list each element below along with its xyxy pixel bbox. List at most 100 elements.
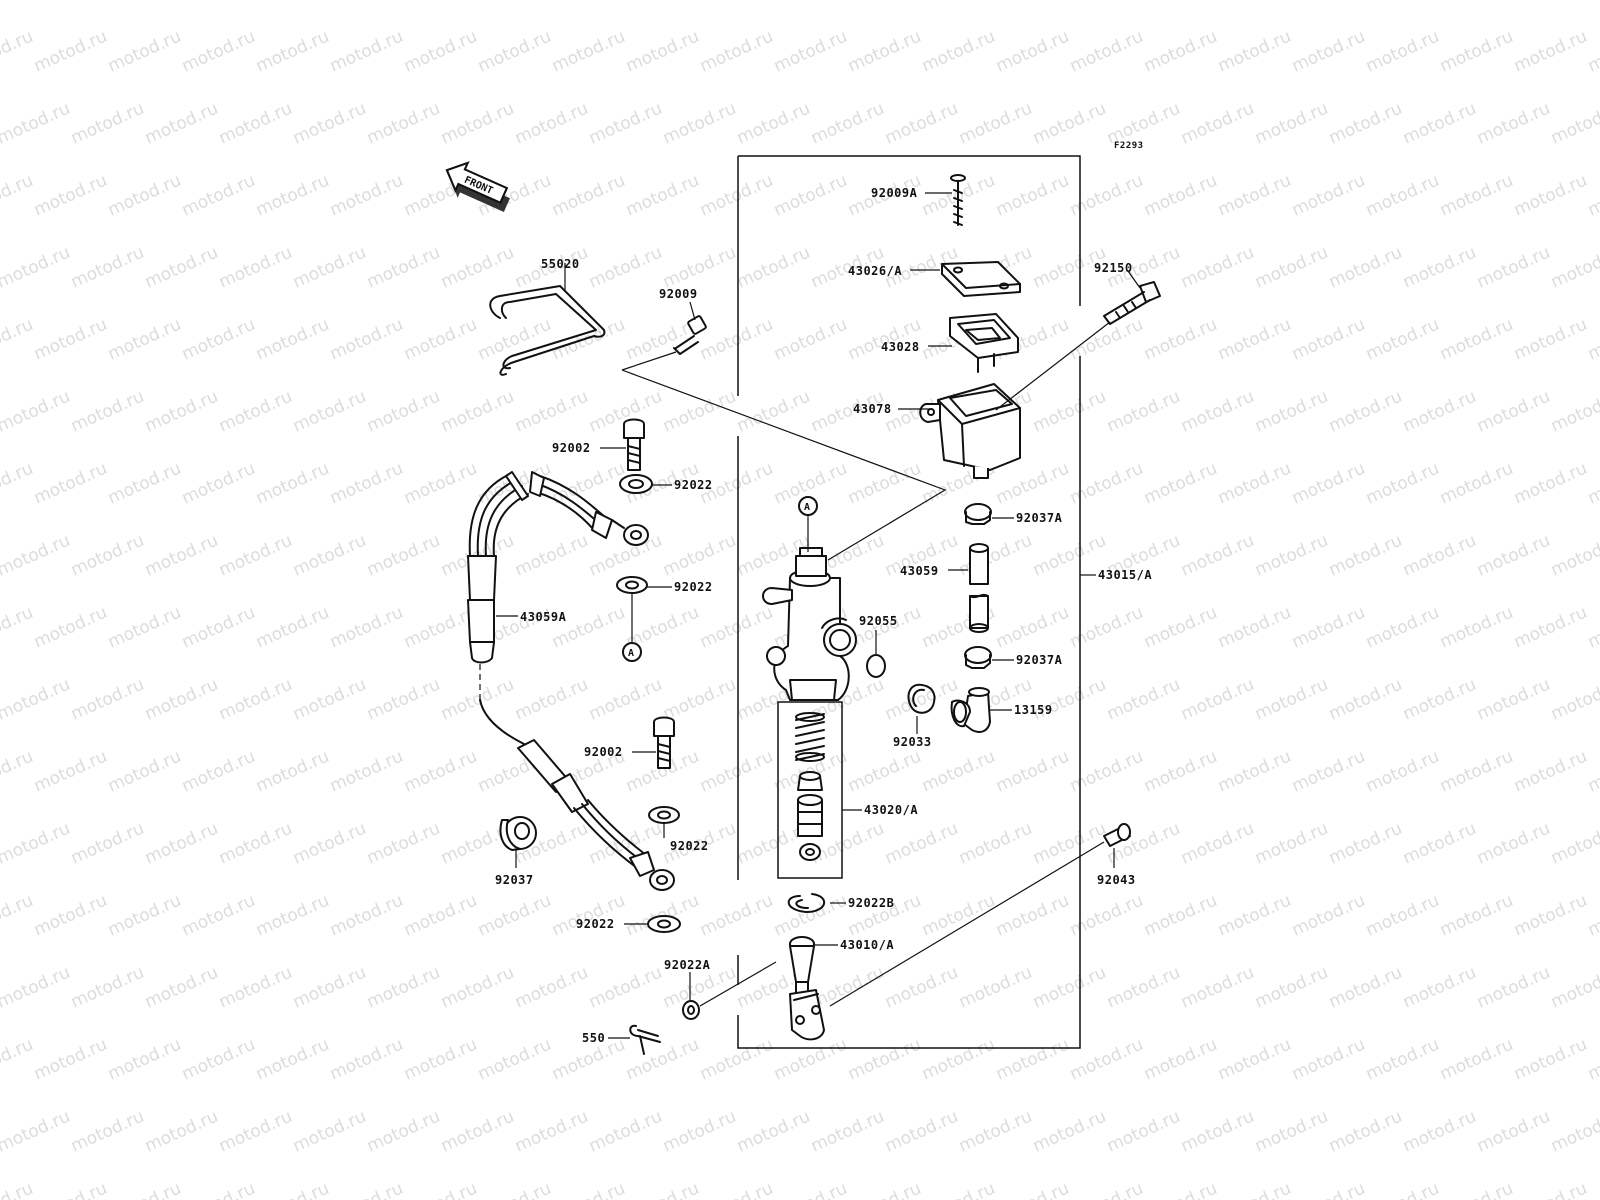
watermark-text: motod.ru — [364, 531, 443, 581]
circlip-92033-inner — [912, 688, 925, 707]
watermark-text: motod.ru — [549, 171, 628, 221]
watermark-text: motod.ru — [105, 459, 184, 509]
watermark-text: motod.ru — [0, 171, 36, 221]
watermark-text: motod.ru — [216, 243, 295, 293]
watermark-text: motod.ru — [660, 243, 739, 293]
watermark-text: motod.ru — [179, 891, 258, 941]
watermark-text: motod.ru — [290, 819, 369, 869]
watermark-text: motod.ru — [1511, 1179, 1590, 1200]
watermark-text: motod.ru — [1326, 243, 1405, 293]
watermark-text: motod.ru — [882, 819, 961, 869]
watermark-text: motod.ru — [290, 1107, 369, 1157]
watermark-text: motod.ru — [179, 1035, 258, 1085]
watermark-text: motod.ru — [882, 963, 961, 1013]
watermark-text: motod.ru — [0, 27, 36, 77]
watermark-text: motod.ru — [1548, 531, 1600, 581]
watermark-text: motod.ru — [1585, 315, 1600, 365]
watermark-text: motod.ru — [1252, 531, 1331, 581]
label-92033: 92033 — [893, 735, 932, 749]
watermark-text: motod.ru — [697, 315, 776, 365]
watermark-text: motod.ru — [1252, 387, 1331, 437]
watermark-text: motod.ru — [1141, 459, 1220, 509]
watermark-text: motod.ru — [475, 315, 554, 365]
watermark-text: motod.ru — [1511, 891, 1590, 941]
watermark-text: motod.ru — [845, 747, 924, 797]
watermark-text: motod.ru — [956, 0, 1035, 5]
watermark-text: motod.ru — [0, 1179, 36, 1200]
watermark-text: motod.ru — [364, 387, 443, 437]
watermark-text: motod.ru — [1030, 99, 1109, 149]
watermark-text: motod.ru — [216, 819, 295, 869]
watermark-text: motod.ru — [512, 99, 591, 149]
watermark-text: motod.ru — [327, 1179, 406, 1200]
watermark-text: motod.ru — [660, 1107, 739, 1157]
watermark-text: motod.ru — [327, 1035, 406, 1085]
watermark-text: motod.ru — [327, 891, 406, 941]
watermark-text: motod.ru — [734, 387, 813, 437]
watermark-text: motod.ru — [1363, 459, 1442, 509]
watermark-text: motod.ru — [1585, 459, 1600, 509]
watermark-text: motod.ru — [1067, 603, 1146, 653]
watermark-text: motod.ru — [1363, 891, 1442, 941]
watermark-text: motod.ru — [1363, 27, 1442, 77]
clamp-92037A-1 — [964, 503, 992, 525]
watermark-text: motod.ru — [68, 963, 147, 1013]
watermark-text: motod.ru — [1437, 171, 1516, 221]
watermark-text: motod.ru — [327, 315, 406, 365]
watermark-text: motod.ru — [1326, 819, 1405, 869]
watermark-text: motod.ru — [1215, 1035, 1294, 1085]
watermark-text: motod.ru — [1437, 603, 1516, 653]
watermark-text: motod.ru — [1400, 1107, 1479, 1157]
watermark-text: motod.ru — [1326, 387, 1405, 437]
watermark-text: motod.ru — [68, 531, 147, 581]
watermark-text: motod.ru — [1548, 99, 1600, 149]
watermark-text: motod.ru — [1067, 459, 1146, 509]
watermark-text: motod.ru — [512, 387, 591, 437]
watermark-text: motod.ru — [993, 747, 1072, 797]
watermark-text: motod.ru — [919, 27, 998, 77]
label-92022-2: 92022 — [674, 580, 713, 594]
watermark-text: motod.ru — [253, 171, 332, 221]
watermark-text: motod.ru — [697, 1035, 776, 1085]
watermark-text: motod.ru — [438, 243, 517, 293]
watermark-text: motod.ru — [771, 1179, 850, 1200]
watermark-text: motod.ru — [697, 1179, 776, 1200]
cotter-pin-550 — [629, 1024, 661, 1055]
watermark-text: motod.ru — [105, 603, 184, 653]
watermark-text: motod.ru — [1252, 819, 1331, 869]
watermark-text: motod.ru — [401, 315, 480, 365]
watermark-text: motod.ru — [919, 1179, 998, 1200]
watermark-text: motod.ru — [1104, 963, 1183, 1013]
watermark-text: motod.ru — [697, 891, 776, 941]
watermark-text: motod.ru — [1437, 1179, 1516, 1200]
watermark-text: motod.ru — [549, 1179, 628, 1200]
watermark-text: motod.ru — [512, 531, 591, 581]
watermark-text: motod.ru — [1400, 675, 1479, 725]
watermark-text: motod.ru — [1474, 387, 1553, 437]
watermark-text: motod.ru — [1141, 315, 1220, 365]
watermark-text: motod.ru — [0, 747, 36, 797]
watermark-text: motod.ru — [1030, 963, 1109, 1013]
watermark-text: motod.ru — [1326, 0, 1405, 5]
label-92037: 92037 — [495, 873, 534, 887]
watermark-text: motod.ru — [697, 747, 776, 797]
watermark-text: motod.ru — [68, 99, 147, 149]
watermark-text: motod.ru — [142, 387, 221, 437]
watermark-text: motod.ru — [1104, 387, 1183, 437]
watermark-text: motod.ru — [290, 531, 369, 581]
watermark-text: motod.ru — [1400, 819, 1479, 869]
watermark-text: motod.ru — [253, 27, 332, 77]
watermark-text: motod.ru — [327, 27, 406, 77]
watermark-text: motod.ru — [1104, 675, 1183, 725]
watermark-text: motod.ru — [1178, 1107, 1257, 1157]
washer-92022-3 — [648, 806, 680, 824]
watermark-text: motod.ru — [1474, 0, 1553, 5]
watermark-text: motod.ru — [882, 0, 961, 5]
watermark-text: motod.ru — [142, 99, 221, 149]
watermark-text: motod.ru — [1067, 1035, 1146, 1085]
watermark-text: motod.ru — [1585, 1179, 1600, 1200]
watermark-text: motod.ru — [0, 1107, 73, 1157]
watermark-text: motod.ru — [327, 171, 406, 221]
watermark-text: motod.ru — [660, 387, 739, 437]
watermark-text: motod.ru — [1437, 315, 1516, 365]
